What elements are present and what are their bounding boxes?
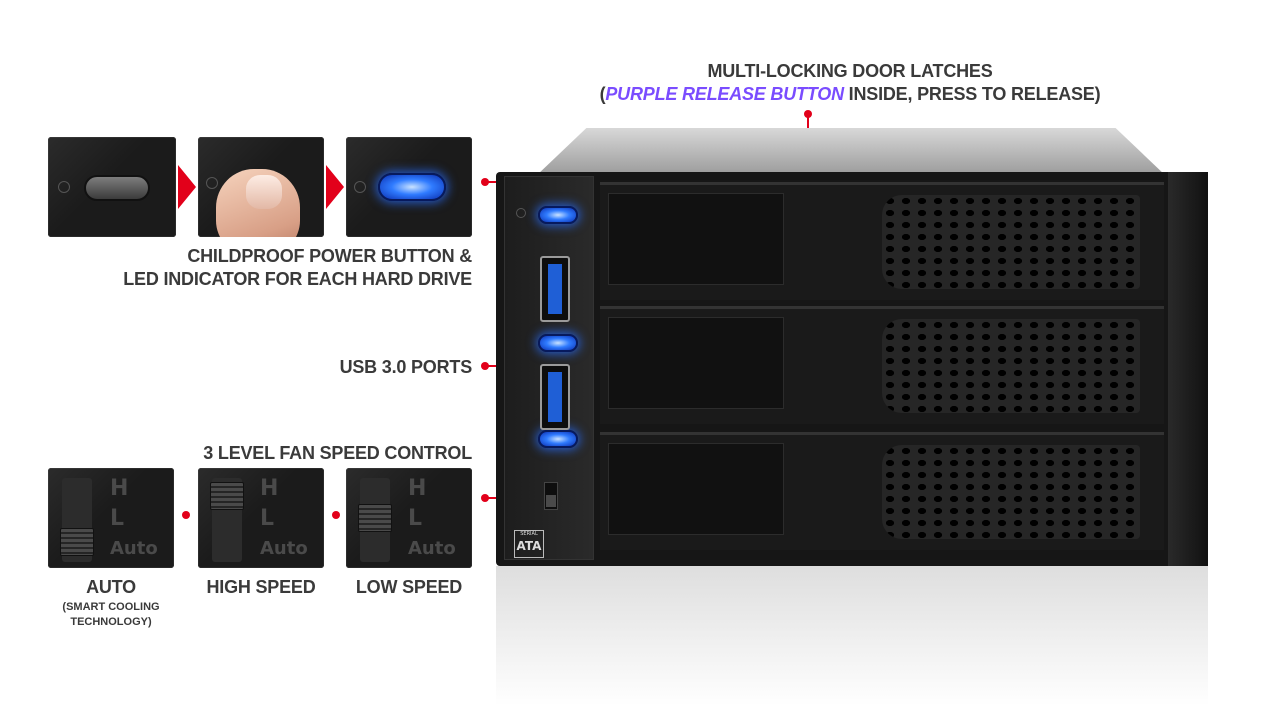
fan-knob-auto [60, 528, 94, 556]
drive-tray-3[interactable] [600, 432, 1164, 550]
enclosure-reflection [496, 566, 1208, 706]
tray-1-handle[interactable] [608, 193, 784, 285]
door-latches-paren: ( [599, 84, 606, 104]
power-button-on [378, 173, 446, 201]
sata-logo: SERIAL ATA [514, 530, 544, 558]
power-button-off [84, 175, 150, 201]
power-button-led-2[interactable] [538, 334, 578, 352]
mode-low-label: LOW SPEED [355, 577, 463, 597]
thumb-1-led-hole [58, 181, 70, 193]
thumb-2-led-hole [206, 177, 218, 189]
door-latches-line2: (PURPLE RELEASE BUTTON INSIDE, PRESS TO … [560, 83, 1140, 106]
separator-dot-2 [332, 511, 340, 519]
door-latches-line1: MULTI-LOCKING DOOR LATCHES [707, 61, 993, 81]
mode-auto-note-line2: TECHNOLOGY) [70, 616, 152, 628]
arrow-icon-1 [178, 165, 196, 209]
arrow-icon-2 [326, 165, 344, 209]
fan-letter-l-2: L [260, 506, 275, 531]
fan-letter-auto-3: Auto [408, 538, 456, 559]
fan-letter-h-3: H [408, 476, 427, 501]
tray-1-vent [882, 195, 1140, 289]
tray-2-handle[interactable] [608, 317, 784, 409]
fan-switch[interactable] [544, 482, 558, 510]
fan-letter-h-1: H [110, 476, 129, 501]
power-button-led-3[interactable] [538, 430, 578, 448]
power-label: CHILDPROOF POWER BUTTON & LED INDICATOR … [60, 245, 472, 291]
fan-thumb-low: H L Auto [346, 468, 472, 568]
fan-letter-l-3: L [408, 506, 423, 531]
fan-thumb-auto: H L Auto [48, 468, 174, 568]
purple-release-button-text: PURPLE RELEASE BUTTON [605, 84, 844, 104]
led-ring-1 [516, 208, 526, 218]
door-latches-label: MULTI-LOCKING DOOR LATCHES (PURPLE RELEA… [560, 60, 1140, 106]
mode-auto-label: AUTO [86, 577, 136, 597]
mode-high-label: HIGH SPEED [206, 577, 316, 597]
power-thumb-press [198, 137, 324, 237]
fan-switch-knob [546, 495, 556, 507]
usb-port-1-tongue [548, 264, 562, 314]
thumb-3-led-hole [354, 181, 366, 193]
power-label-line1: CHILDPROOF POWER BUTTON & [187, 246, 472, 266]
usb-port-1[interactable] [540, 256, 570, 322]
enclosure-right-rail [1168, 172, 1208, 566]
tray-3-vent [882, 445, 1140, 539]
door-latches-rest: INSIDE, PRESS TO RELEASE) [843, 84, 1101, 104]
fan-knob-high [210, 482, 244, 510]
drive-tray-1[interactable] [600, 182, 1164, 300]
finger-icon [216, 169, 300, 237]
fan-thumb-high: H L Auto [198, 468, 324, 568]
tray-2-vent [882, 319, 1140, 413]
enclosure-top-shell [536, 128, 1166, 176]
usb-port-2-tongue [548, 372, 562, 422]
fan-letter-auto-2: Auto [260, 538, 308, 559]
drive-enclosure: SERIAL ATA [496, 128, 1208, 566]
drive-tray-2[interactable] [600, 306, 1164, 424]
tray-3-handle[interactable] [608, 443, 784, 535]
fan-label: 3 LEVEL FAN SPEED CONTROL [203, 443, 472, 463]
power-button-led-1[interactable] [538, 206, 578, 224]
fan-letter-auto-1: Auto [110, 538, 158, 559]
sata-logo-main: ATA [516, 539, 542, 553]
usb-port-2[interactable] [540, 364, 570, 430]
fan-letter-l-1: L [110, 506, 125, 531]
power-label-line2: LED INDICATOR FOR EACH HARD DRIVE [123, 269, 472, 289]
mode-auto-note: (SMART COOLING TECHNOLOGY) [38, 600, 184, 630]
power-thumb-off [48, 137, 176, 237]
usb-label: USB 3.0 PORTS [339, 357, 473, 377]
separator-dot-1 [182, 511, 190, 519]
mode-auto-note-line1: (SMART COOLING [62, 601, 160, 613]
fan-knob-low [358, 504, 392, 532]
sata-logo-top: SERIAL [520, 531, 538, 537]
fingernail [246, 175, 282, 209]
power-thumb-on [346, 137, 472, 237]
fan-letter-h-2: H [260, 476, 279, 501]
